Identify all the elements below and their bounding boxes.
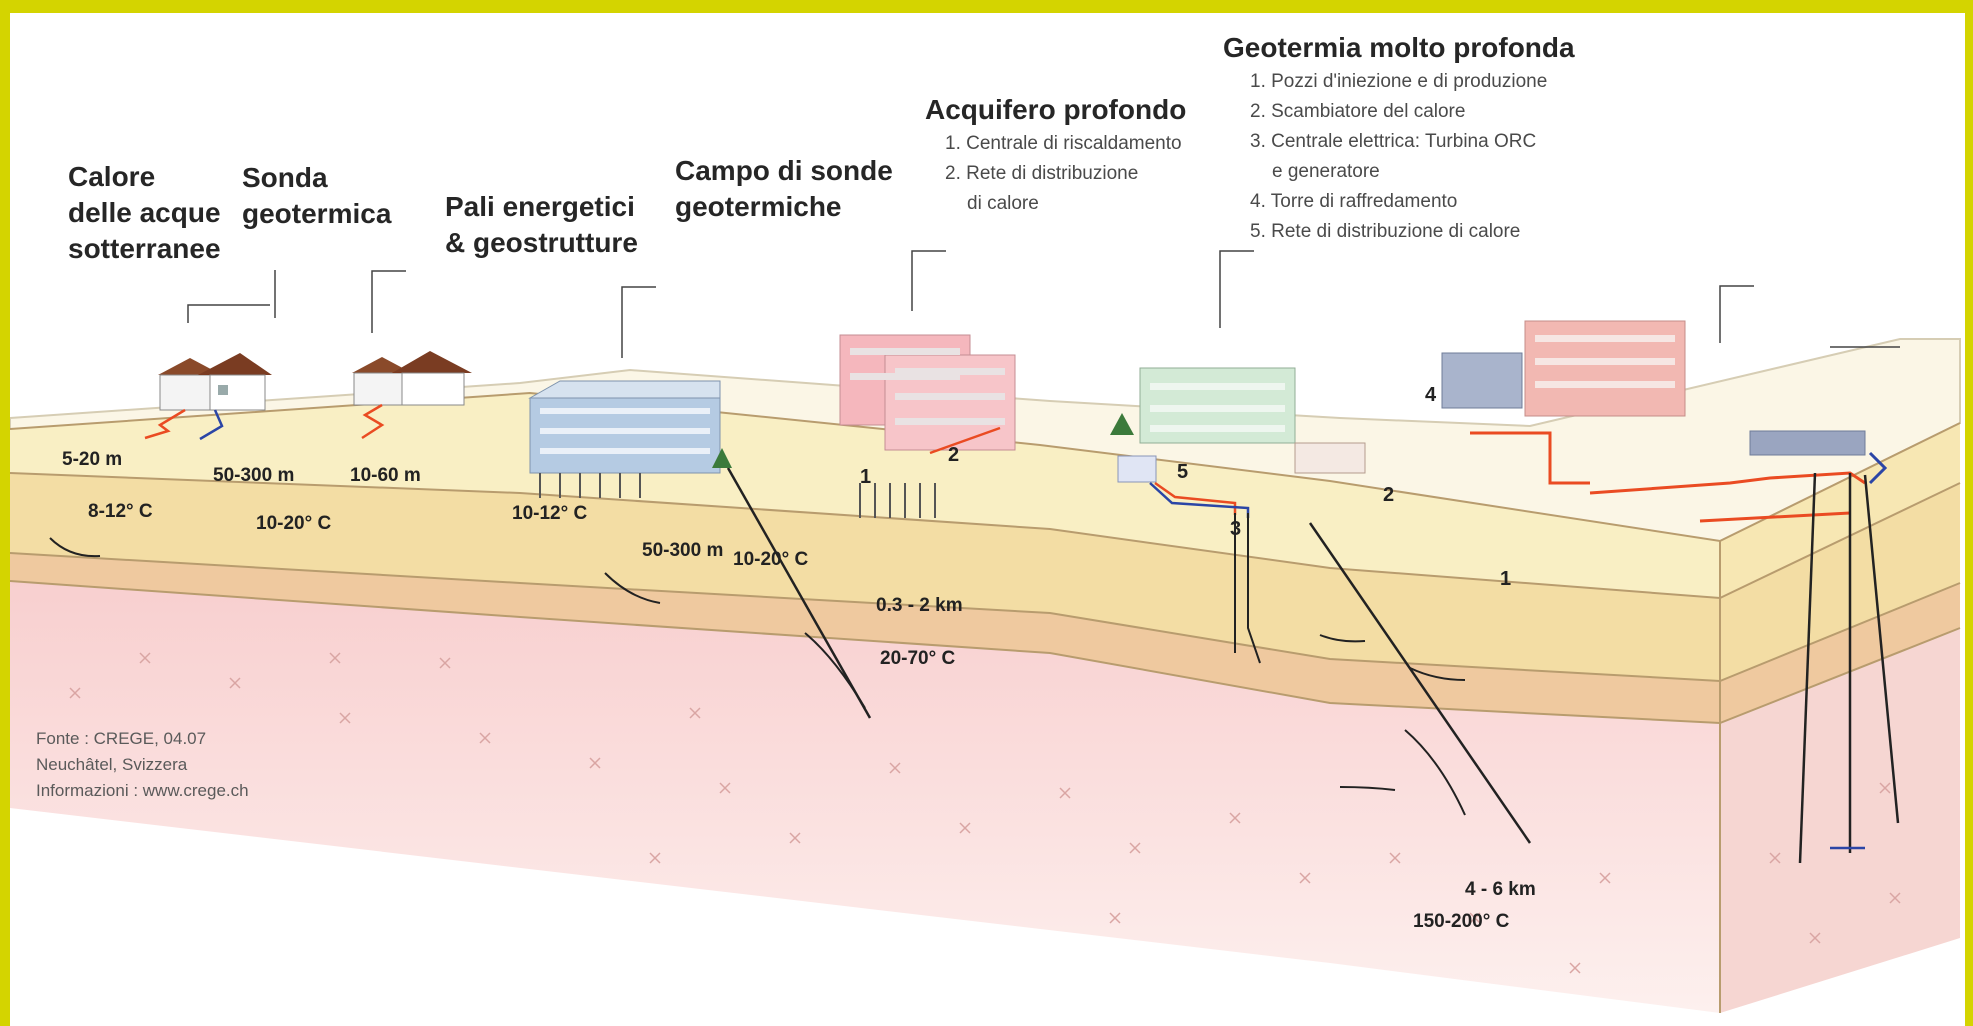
- title-probe-field: Campo di sonde geotermiche: [675, 155, 893, 222]
- depth-label: 5-20 m: [62, 449, 123, 470]
- stratum-mid: [10, 473, 1720, 681]
- stratum-topsoil: [10, 393, 1720, 598]
- number-label: 3: [1230, 518, 1242, 540]
- house-geothermal-probe: [352, 351, 472, 406]
- temperature-label: 10-20° C: [733, 549, 809, 570]
- temperature-label: 8-12° C: [88, 501, 153, 522]
- side-face-top: [1720, 423, 1960, 598]
- pipe-groundwater: [144, 408, 224, 441]
- number-label: 2: [948, 444, 960, 466]
- depth-label: 0.3 - 2 km: [876, 595, 963, 616]
- temperature-label: 20-70° C: [880, 648, 956, 669]
- pipe-probe: [361, 403, 385, 440]
- building-energy-piles: [528, 380, 732, 498]
- legend-deep-aquifer: 1. Centrale di riscaldamento 2. Rete di …: [945, 133, 1182, 214]
- title-deep-aquifer: Acquifero profondo: [925, 94, 1187, 125]
- geology-block-illustration: [10, 250, 1961, 1013]
- temperature-label: 10-20° C: [256, 513, 332, 534]
- depth-label: 50-300 m: [642, 540, 724, 561]
- temperature-label: 10-12° C: [512, 503, 588, 524]
- source-credit: Fonte : CREGE, 04.07 Neuchâtel, Svizzera…: [36, 729, 249, 800]
- fault-line: [1308, 522, 1532, 844]
- depth-label: 50-300 m: [213, 465, 295, 486]
- number-label: 1: [1500, 568, 1512, 590]
- side-face-mid: [1720, 483, 1960, 681]
- title-very-deep: Geotermia molto profonda: [1223, 32, 1575, 63]
- title-energy-piles: Pali energetici & geostrutture: [445, 191, 638, 258]
- temperature-label: 150-200° C: [1413, 911, 1510, 932]
- building-probe-field: [839, 334, 1016, 518]
- depth-label: 10-60 m: [350, 465, 421, 486]
- number-label: 1: [860, 466, 872, 488]
- geothermal-diagram: Calore delle acque sotterranee Sonda geo…: [10, 13, 1965, 1026]
- depth-label: 4 - 6 km: [1465, 879, 1536, 900]
- building-very-deep: [1441, 320, 1900, 864]
- number-label: 2: [1383, 484, 1395, 506]
- stratum-band: [10, 553, 1720, 723]
- building-deep-aquifer: [1110, 367, 1366, 664]
- number-label: 5: [1177, 461, 1189, 483]
- house-groundwater: [158, 353, 272, 411]
- number-label: 4: [1425, 384, 1437, 406]
- side-face-band: [1720, 583, 1960, 723]
- side-face-rock: [1720, 628, 1960, 1013]
- title-geothermal-probe: Sonda geotermica: [242, 162, 392, 229]
- legend-very-deep: 1. Pozzi d'iniezione e di produzione 2. …: [1250, 71, 1548, 242]
- fault-line: [726, 467, 872, 719]
- title-groundwater: Calore delle acque sotterranee: [68, 161, 221, 264]
- bedrock: [10, 581, 1720, 1013]
